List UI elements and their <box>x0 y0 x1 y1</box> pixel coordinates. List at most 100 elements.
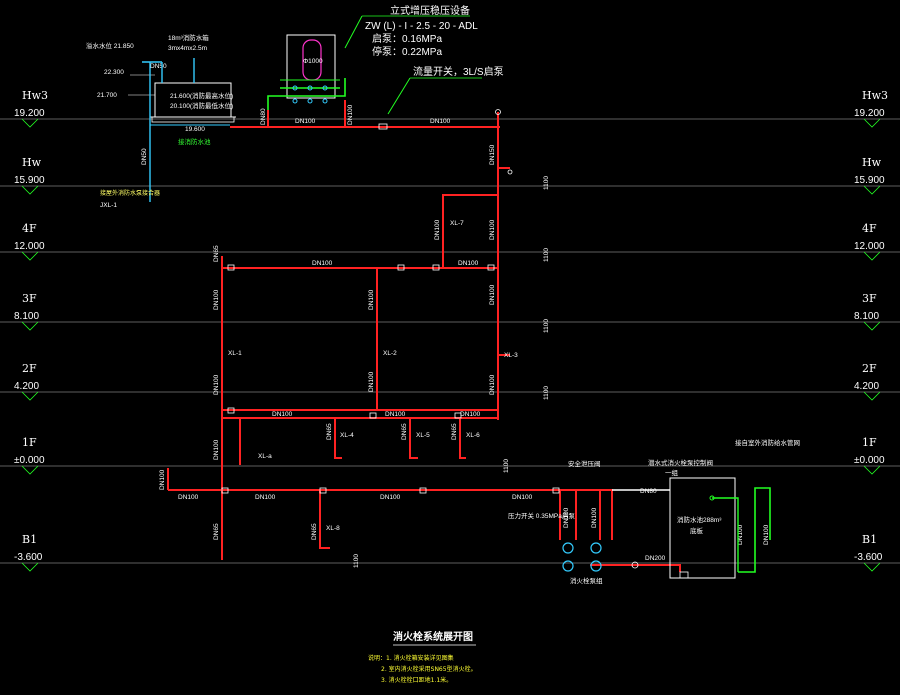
dn65-b1: DN65 <box>213 523 220 540</box>
level-name-1-0: Hw <box>22 156 42 169</box>
dn100-top-2: DN100 <box>430 118 451 125</box>
dn100-4f-branch: DN100 <box>434 219 441 240</box>
tank-elev-b: 21.700 <box>97 92 117 99</box>
level-name-5-0: 1F <box>22 436 37 449</box>
tank-dn50-tag: DN50 <box>150 63 167 70</box>
riser-xl8-label: XL-8 <box>326 525 340 532</box>
level-elevation-4-1: 4.200 <box>854 381 879 392</box>
pump-control-note: 潜水式消火栓泵控制阀 <box>648 458 713 467</box>
drawing-title: 消火栓系统展开图 <box>393 630 473 643</box>
level-marker-3-0 <box>21 321 39 331</box>
dn100-b1-h1: DN100 <box>178 494 199 501</box>
level-name-6-1: B1 <box>862 533 877 546</box>
fire-pool: 消防水池288m³ 底板 潜水式消火栓泵控制阀 一组 安全泄压阀 压力开关 0.… <box>508 438 800 585</box>
dn100-p1: DN100 <box>563 507 570 528</box>
level-elevation-2-0: 12.000 <box>14 241 45 252</box>
level-marker-6-0 <box>21 562 39 572</box>
h1100-2f: 1100 <box>543 386 550 400</box>
pool-outline <box>669 477 736 579</box>
dn100-3f-l: DN100 <box>213 289 220 310</box>
level-elevation-1-0: 15.900 <box>14 175 45 186</box>
fire-pipe-network <box>167 100 681 572</box>
riser-xl4-label: XL-4 <box>340 432 354 439</box>
level-name-3-0: 3F <box>22 292 37 305</box>
level-elevation-0-1: 19.200 <box>854 108 885 119</box>
dn100-b1-h2: DN100 <box>255 494 276 501</box>
booster-cabinet <box>286 34 336 99</box>
riser-xl5-label: XL-5 <box>416 432 430 439</box>
level-elevation-0-0: 19.200 <box>14 108 45 119</box>
level-marker-4-1 <box>863 391 881 401</box>
pool-sub: 底板 <box>690 526 704 535</box>
level-elevation-3-0: 8.100 <box>14 311 39 322</box>
level-marker-1-1 <box>863 185 881 195</box>
fitting-marks <box>221 109 560 494</box>
roof-water-tank: 21.600(消防最高水位) 20.100(消防最低水位) 19.600 18m… <box>86 33 236 209</box>
dn100-2f-h1: DN100 <box>272 411 293 418</box>
booster-stop-pressure: 停泵：0.22MPa <box>372 45 442 58</box>
dn65-xl4: DN65 <box>326 423 333 440</box>
pressure-switch-label: 压力开关 0.35MPa启泵 <box>508 511 575 520</box>
jxl-note: 接屋外消防水泵接合器 <box>100 189 160 197</box>
level-elevation-5-0: ±0.000 <box>14 455 45 466</box>
h1100-1f: 1100 <box>503 459 510 473</box>
dn200-pool: DN200 <box>645 555 666 562</box>
jxl-label: JXL-1 <box>100 202 117 209</box>
note-line-2: 2. 室内消火栓采用SN65型消火栓。 <box>381 665 477 673</box>
level-name-4-0: 2F <box>22 362 37 375</box>
pool-inlet-pipe <box>738 487 771 573</box>
level-name-5-1: 1F <box>862 436 877 449</box>
tank-level-high: 21.600(消防最高水位) <box>170 91 233 100</box>
tank-size: 3mx4mx2.5m <box>168 45 207 52</box>
level-marker-4-0 <box>21 391 39 401</box>
dn100-b1-h4: DN100 <box>512 494 533 501</box>
tank-bottom-elev: 19.600 <box>185 126 205 133</box>
riser-xl1-label: XL-1 <box>228 350 242 357</box>
booster-dn100: DN100 <box>347 104 354 125</box>
dn100-top: DN100 <box>295 118 316 125</box>
one-group-label: 一组 <box>665 468 679 477</box>
riser-xl6-label: XL-6 <box>466 432 480 439</box>
pool-inlet-label: 接自室外消防给水管网 <box>735 438 800 447</box>
level-marker-0-1 <box>863 118 881 128</box>
dn100-2f-l: DN100 <box>213 374 220 395</box>
dn100-inlet: DN100 <box>737 524 744 545</box>
h1100-4f: 1100 <box>543 248 550 262</box>
pump-1 <box>562 542 574 554</box>
dn100-1f-jxl: DN100 <box>159 469 166 490</box>
tank-level-low: 20.100(消防最低水位) <box>170 101 233 110</box>
dn100-2f-m: DN100 <box>368 371 375 392</box>
dn100-2f-h2: DN100 <box>385 411 406 418</box>
level-marker-0-0 <box>21 118 39 128</box>
dn100-outlet: DN100 <box>763 524 770 545</box>
flow-switch-label: 流量开关，3L/S启泵 <box>413 65 504 78</box>
level-marker-2-1 <box>863 251 881 261</box>
drain-dn50: DN50 <box>141 148 148 165</box>
dn100-1f-l: DN100 <box>213 439 220 460</box>
roof-tank-note: 接消防水池 <box>178 137 211 146</box>
booster-dn80: DN80 <box>260 108 267 125</box>
dn65-xl6: DN65 <box>451 423 458 440</box>
level-name-6-0: B1 <box>22 533 37 546</box>
riser-xla-label: XL-a <box>258 453 272 460</box>
level-marker-2-0 <box>21 251 39 261</box>
h1100-3f: 1100 <box>543 319 550 333</box>
pump-2 <box>590 542 602 554</box>
pool-label: 消防水池288m³ <box>677 515 722 524</box>
dn100-p2: DN100 <box>591 507 598 528</box>
dn80-pool: DN80 <box>640 488 657 495</box>
level-elevation-6-1: -3.600 <box>854 552 883 563</box>
booster-equipment: Φ1000 立式增压稳压设备 ZW (L) - I - 2.5 - 20 - A… <box>260 4 504 126</box>
level-elevation-2-1: 12.000 <box>854 241 885 252</box>
note-line-3: 3. 消火栓栓口距地1.1米。 <box>381 676 452 684</box>
booster-model: ZW (L) - I - 2.5 - 20 - ADL <box>365 21 478 32</box>
riser-labels: XL-1 XL-2 XL-3 XL-4 XL-5 XL-6 XL-7 XL-8 … <box>228 220 518 532</box>
dn100-2f-r: DN100 <box>489 374 496 395</box>
tank-elev-a: 22.300 <box>104 69 124 76</box>
level-name-3-1: 3F <box>862 292 877 305</box>
dn100-b1-h3: DN100 <box>380 494 401 501</box>
level-name-4-1: 2F <box>862 362 877 375</box>
dn100-4f: DN100 <box>489 219 496 240</box>
booster-title: 立式增压稳压设备 <box>390 4 470 17</box>
